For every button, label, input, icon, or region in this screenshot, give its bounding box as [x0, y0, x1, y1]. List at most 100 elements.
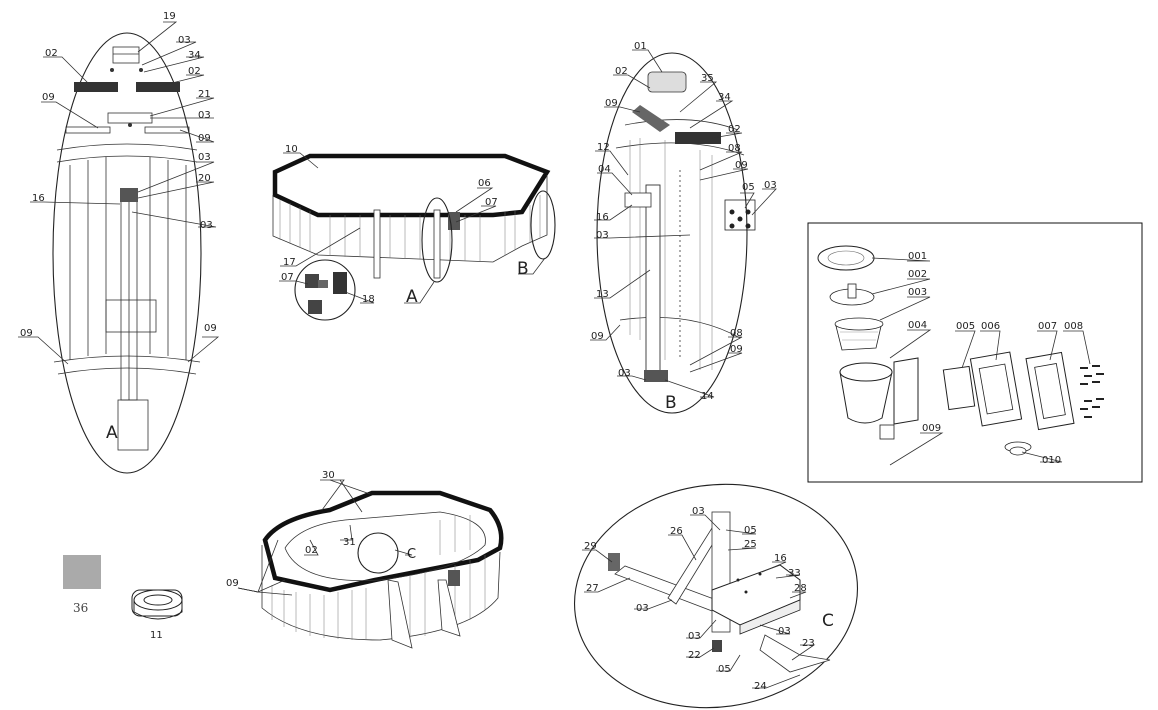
pool-bottom-wall: [261, 545, 501, 641]
pool-top-circle-b: [530, 190, 556, 260]
label: 03: [636, 603, 649, 614]
detail-b-letter: B: [665, 393, 677, 413]
detail-b-outline: [596, 52, 748, 414]
label: 02: [45, 48, 58, 59]
detail-b: 01 02 35 09 34 02 12 08 04 09 05 03 16 0…: [590, 41, 777, 414]
label: 09: [730, 344, 743, 355]
label: 28: [794, 583, 807, 594]
label: 010: [1042, 455, 1061, 466]
detail-c-frame: [608, 511, 831, 673]
label: 07: [485, 197, 498, 208]
label: 05: [744, 525, 757, 536]
pool-bottom-rim: [262, 490, 504, 593]
label: 001: [908, 251, 927, 262]
detail-b-upright: [624, 184, 668, 382]
label: 09: [591, 331, 604, 342]
label: 13: [596, 289, 609, 300]
pool-bottom-letter: C: [407, 547, 416, 562]
label: 09: [42, 92, 55, 103]
label: 26: [670, 526, 683, 537]
label: 09: [226, 578, 239, 589]
label: 19: [163, 11, 176, 22]
label: 16: [774, 553, 787, 564]
label: 03: [198, 110, 211, 121]
label: 34: [188, 50, 201, 61]
skimmer-box-frame: [807, 222, 1143, 483]
label: 14: [701, 391, 714, 402]
label: 09: [198, 133, 211, 144]
pool-top-inset-parts: [305, 272, 347, 314]
label: 06: [478, 178, 491, 189]
pool-top-letter-a: A: [406, 287, 418, 307]
label: 16: [32, 193, 45, 204]
pool-top-circle-a: [421, 197, 453, 283]
pool-bottom-labels: 30 31 02 09: [226, 470, 356, 589]
pool-bottom-inset-circle: [357, 532, 399, 574]
pool-top-labels: 10 06 07 17 07 18: [281, 144, 498, 305]
pool-top-rim: [272, 153, 551, 218]
label: 03: [688, 631, 701, 642]
label: 09: [204, 323, 217, 334]
grey-swatch: [63, 555, 101, 589]
label: 03: [692, 506, 705, 517]
label: 16: [596, 212, 609, 223]
label: 02: [728, 124, 741, 135]
label: 03: [778, 626, 791, 637]
label: 25: [744, 539, 757, 550]
label: 30: [322, 470, 335, 481]
detail-a-outline: [52, 32, 202, 474]
detail-a-leaders: [18, 21, 220, 365]
pool-top-wall: [272, 175, 548, 263]
detail-b-top-parts: [632, 71, 756, 231]
label: 12: [597, 142, 610, 153]
label: 008: [1064, 321, 1083, 332]
label: 09: [20, 328, 33, 339]
detail-b-labels: 01 02 35 09 34 02 12 08 04 09 05 03 16 0…: [591, 41, 777, 402]
label: 11: [150, 630, 163, 641]
label: 09: [605, 98, 618, 109]
label: 24: [754, 681, 767, 692]
label: 33: [788, 568, 801, 579]
label: 34: [718, 92, 731, 103]
label: 17: [283, 257, 296, 268]
pool-top-leaders: [279, 152, 546, 304]
label: 09: [735, 160, 748, 171]
label: 36: [73, 601, 88, 615]
label: 10: [285, 144, 298, 155]
skimmer-parts: [817, 245, 1104, 456]
label: 04: [598, 164, 611, 175]
pool-bottom-leaders: [237, 479, 413, 596]
label: 009: [922, 423, 941, 434]
detail-a: 19 03 34 02 02 09 21 03 09 03 20 16 03 0…: [18, 11, 220, 474]
pool-bottom-wall-ribs: [271, 515, 486, 640]
label: 27: [586, 583, 599, 594]
label: 03: [198, 152, 211, 163]
label: 006: [981, 321, 1000, 332]
label: 03: [200, 220, 213, 231]
pool-top-view: 10 06 07 17 07 18 A B: [272, 144, 556, 321]
skimmer-leaders: [871, 257, 1091, 466]
skimmer-box: 001 002 003 004 005 006 007 008 009 010: [807, 222, 1143, 483]
detail-c-letter: C: [822, 611, 834, 631]
detail-a-wall-panels: [53, 143, 201, 375]
detail-b-leaders: [590, 49, 777, 398]
label: 29: [584, 541, 597, 552]
label: 005: [956, 321, 975, 332]
label: 31: [343, 537, 356, 548]
label: 02: [305, 545, 318, 556]
label: 05: [718, 664, 731, 675]
detail-c-leaders: [582, 514, 816, 689]
label: 18: [362, 294, 375, 305]
label: 08: [728, 143, 741, 154]
pool-top-inset-circle: [294, 259, 356, 321]
label: 002: [908, 269, 927, 280]
label: 003: [908, 287, 927, 298]
detail-a-labels: 19 03 34 02 02 09 21 03 09 03 20 16 03 0…: [20, 11, 217, 339]
label: 03: [618, 368, 631, 379]
label: 35: [701, 73, 714, 84]
label: 07: [281, 272, 294, 283]
pool-top-letter-b: B: [517, 259, 529, 279]
label: 004: [908, 320, 927, 331]
label: 22: [688, 650, 701, 661]
